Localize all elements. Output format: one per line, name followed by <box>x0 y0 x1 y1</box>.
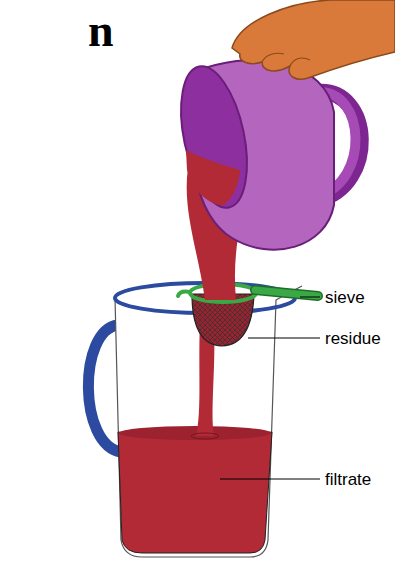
purple-jug <box>170 60 361 250</box>
title-fragment: n <box>88 8 114 54</box>
sieve-symbol <box>178 284 318 346</box>
part-label: sieve <box>325 289 365 306</box>
glass-jug <box>88 283 302 557</box>
leader-lines <box>220 297 320 479</box>
part-label: filtrate <box>325 471 371 488</box>
part-label: residue <box>325 330 381 347</box>
hand <box>232 0 395 79</box>
